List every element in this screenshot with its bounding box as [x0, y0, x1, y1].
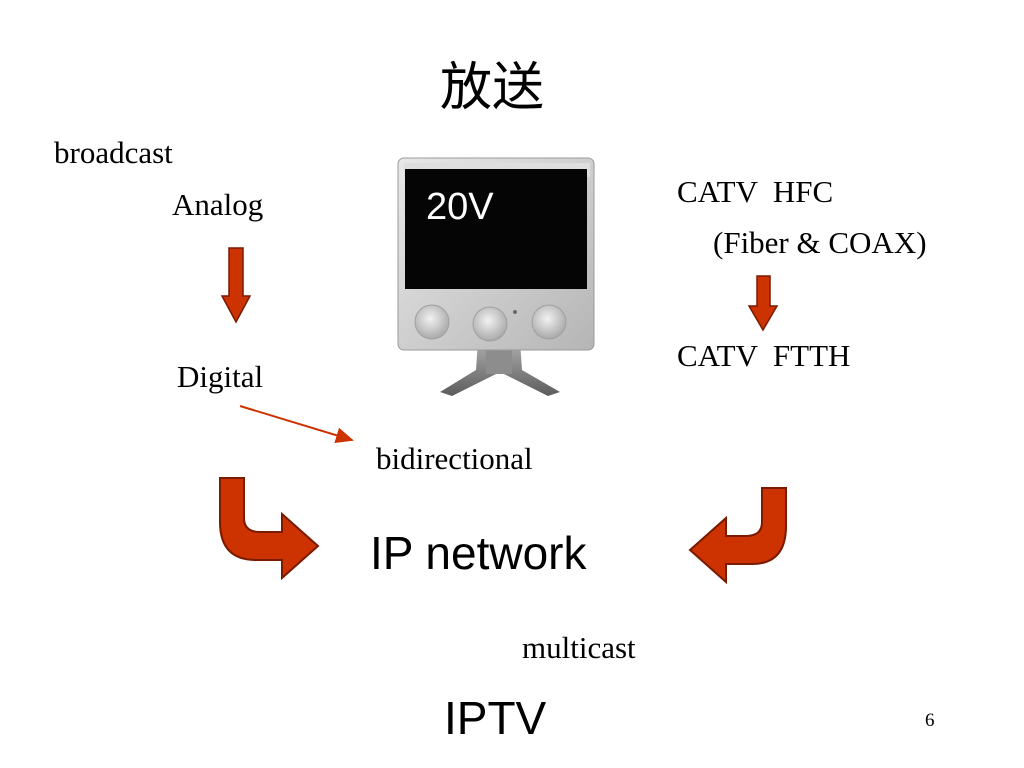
analog-label: Analog [172, 187, 264, 222]
bidirectional-label: bidirectional [376, 441, 533, 476]
catv-hfc-label: CATV HFC [677, 174, 834, 209]
fiber-coax-label: (Fiber & COAX) [713, 225, 927, 260]
multicast-label: multicast [522, 630, 636, 665]
right-curved-arrow [688, 487, 787, 585]
tv-monitor-image: 20V [397, 157, 595, 396]
digital-label: Digital [177, 359, 264, 394]
left-curved-arrow [219, 477, 320, 581]
ip-network-label: IP network [370, 527, 587, 579]
page-number: 6 [925, 710, 935, 731]
down-arrow-hfc-ftth [747, 275, 779, 332]
broadcast-label: broadcast [54, 135, 173, 170]
iptv-label: IPTV [444, 692, 547, 744]
down-arrow-analog-digital [220, 247, 252, 324]
tv-screen-label: 20V [426, 186, 494, 228]
catv-ftth-label: CATV FTTH [677, 338, 851, 373]
digital-to-bidirectional-arrow [239, 405, 354, 444]
slide-title: 放送 [440, 58, 545, 118]
